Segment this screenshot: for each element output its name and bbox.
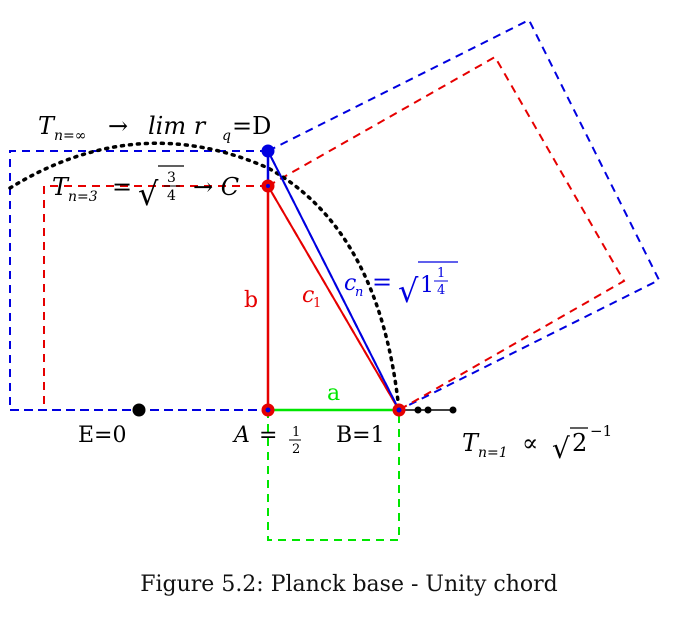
t-inf-q: q (222, 128, 231, 144)
segment-cn (267, 150, 400, 411)
segment-c1 (267, 185, 400, 411)
a-den: 2 (292, 442, 300, 457)
point-a-inner (265, 407, 271, 413)
label-t-infinity: T n=∞ → lim r q =D (38, 112, 271, 144)
tail-dot-3 (449, 406, 457, 414)
c1-sub: 1 (313, 296, 321, 311)
a-eq: = (259, 423, 277, 448)
t1-sub: n=1 (478, 445, 508, 461)
t3-eq: = (112, 173, 132, 201)
tail-dot-1 (414, 406, 422, 414)
t-inf-lim: lim r (148, 112, 207, 140)
t3-num: 3 (167, 170, 176, 186)
tail-dot-2 (424, 406, 432, 414)
t-inf-arrow: → (108, 112, 128, 140)
label-a: a (327, 381, 340, 406)
label-t-three: T n=3 = √ 3 4 → C (52, 165, 239, 213)
label-b: b (244, 288, 258, 313)
red-dashed-left-square (43, 185, 268, 410)
cn-sqrt: √ (398, 272, 419, 310)
a-pt: A (232, 423, 250, 448)
t1-prop: ∝ (522, 429, 538, 457)
label-e0: E=0 (78, 423, 127, 448)
figure-caption: Figure 5.2: Planck base - Unity chord (140, 572, 558, 597)
t-inf-end: =D (232, 112, 271, 140)
geometry-diagram: T n=∞ → lim r q =D T n=3 = √ 3 4 → C b c… (8, 18, 661, 541)
cn-num: 1 (437, 266, 445, 281)
t3-sqrt: √ (138, 175, 159, 213)
t1-exp: −1 (590, 422, 612, 440)
red-dashed-rotated-square (266, 55, 626, 412)
t-inf-prefix: T (38, 112, 56, 140)
label-c1: c 1 (302, 283, 321, 311)
a-num: 1 (292, 425, 300, 440)
point-c-inner (266, 184, 270, 188)
label-cn: c n = √ 1 1 4 (344, 261, 458, 310)
t-inf-sub: n=∞ (54, 128, 86, 144)
c1-letter: c (302, 283, 314, 308)
label-a-half: A = 1 2 (232, 423, 301, 457)
point-d (261, 144, 275, 158)
cn-eq: = (372, 268, 392, 296)
t3-prefix: T (52, 173, 70, 201)
cn-den: 4 (437, 283, 445, 298)
label-t-one: T n=1 ∝ √ 2 −1 (462, 422, 612, 465)
t1-two: 2 (572, 429, 587, 457)
point-e (132, 403, 146, 417)
t1-sqrt: √ (552, 432, 570, 465)
cn-sub: n (355, 285, 363, 300)
t3-sub: n=3 (68, 189, 98, 205)
t3-den: 4 (167, 188, 176, 204)
cn-letter: c (344, 271, 356, 296)
cn-whole: 1 (420, 273, 434, 298)
t3-tail: → C (193, 173, 239, 201)
green-dashed-square (267, 410, 400, 541)
point-b-inner (396, 407, 402, 413)
label-b1: B=1 (336, 423, 385, 448)
t1-prefix: T (462, 429, 480, 457)
